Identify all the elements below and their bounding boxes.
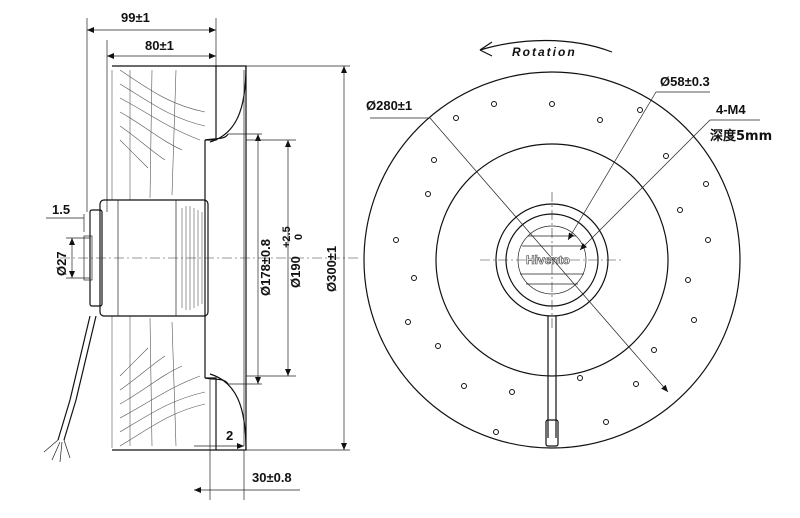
hole bbox=[663, 153, 669, 159]
hole bbox=[637, 107, 643, 113]
hole bbox=[633, 381, 639, 387]
rotation-arrow bbox=[479, 39, 613, 53]
outer-diameter-label: Ø300±1 bbox=[324, 246, 339, 292]
hole bbox=[603, 419, 609, 425]
inlet-tolerance-upper: +2.5 bbox=[281, 226, 293, 248]
hole bbox=[453, 115, 459, 121]
lower-blades bbox=[111, 316, 217, 451]
thread-spec-label: 4-M4 bbox=[716, 102, 746, 117]
overall-depth-label: 99±1 bbox=[121, 10, 150, 25]
hub-diameter-label: Ø58±0.3 bbox=[660, 74, 710, 89]
hole bbox=[393, 237, 399, 243]
outer-shroud bbox=[363, 71, 741, 449]
hole bbox=[577, 375, 583, 381]
brand-label: Hivento bbox=[526, 253, 570, 267]
hole bbox=[411, 275, 417, 281]
cable bbox=[43, 315, 97, 463]
hole bbox=[509, 389, 515, 395]
front-view: Rotation Hivento bbox=[363, 39, 772, 449]
front-cable bbox=[545, 316, 559, 447]
hole bbox=[703, 181, 709, 187]
inlet-ring bbox=[435, 143, 669, 377]
rotation-label: Rotation bbox=[512, 45, 577, 59]
hole bbox=[651, 347, 657, 353]
inlet-diameter-label: Ø190 bbox=[288, 256, 303, 288]
shaft-offset-label: 1.5 bbox=[52, 202, 70, 217]
flange-depth-label: 30±0.8 bbox=[252, 470, 292, 485]
hole bbox=[493, 429, 499, 435]
hole bbox=[405, 319, 411, 325]
hole bbox=[461, 383, 467, 389]
inlet-tolerance-lower: 0 bbox=[293, 234, 305, 240]
flange-thickness-label: 2 bbox=[226, 428, 233, 443]
bolt-circle-leader bbox=[429, 117, 669, 393]
shroud-holes bbox=[393, 101, 711, 435]
hub-diameter-leader bbox=[567, 91, 657, 241]
thread-depth-label: 深度5mm bbox=[710, 128, 772, 144]
hole bbox=[685, 277, 691, 283]
hole bbox=[597, 117, 603, 123]
hole bbox=[549, 101, 555, 107]
thread-leader bbox=[579, 119, 711, 251]
hole bbox=[431, 157, 437, 163]
hole bbox=[491, 101, 497, 107]
hole bbox=[677, 207, 683, 213]
upper-blades bbox=[111, 65, 217, 200]
ring-diameter-label: Ø178±0.8 bbox=[258, 239, 273, 296]
motor-depth-label: 80±1 bbox=[145, 38, 174, 53]
motor-diameter-label: Ø27 bbox=[54, 251, 69, 276]
hole bbox=[435, 343, 441, 349]
hole bbox=[425, 191, 431, 197]
hole bbox=[691, 317, 697, 323]
side-view: 99±1 80±1 bbox=[43, 10, 360, 500]
hole bbox=[705, 237, 711, 243]
bolt-circle-label: Ø280±1 bbox=[366, 98, 412, 113]
